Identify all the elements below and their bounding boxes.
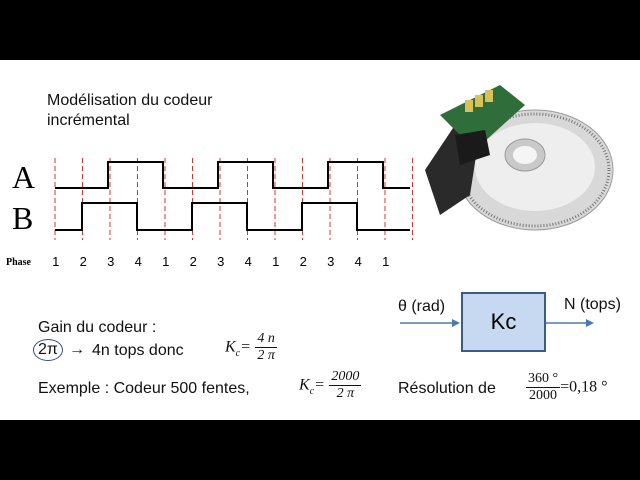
gain-ticks: 4n tops donc: [92, 342, 184, 359]
title-line-1: Modélisation du codeur: [47, 92, 213, 109]
signal-a-label: A: [12, 159, 36, 195]
timing-diagram: [54, 158, 413, 240]
input-arrowhead: [452, 319, 460, 327]
phase-number: 2: [189, 254, 197, 269]
kc-formula-1: Kc= 4 n 2 π: [225, 331, 277, 363]
resolution-formula: 360 ° 2000 =0,18 °: [526, 371, 608, 404]
mapping-arrow: →: [69, 341, 85, 358]
resolution-text: Résolution de: [398, 380, 496, 397]
slide: Modélisation du codeur incrémental A B P…: [0, 60, 640, 420]
phase-number: 1: [162, 254, 170, 269]
output-label: N (tops): [564, 296, 621, 313]
resolution-value: =0,18 °: [560, 378, 608, 396]
kc-subscript: c: [235, 347, 241, 359]
signal-b-label: B: [12, 200, 34, 236]
kc-symbol: K: [225, 338, 236, 356]
rotary-encoder-photo: [425, 85, 614, 231]
phase-number: 1: [272, 254, 280, 269]
kc-fraction-2: 2000 2 π: [329, 369, 362, 401]
output-arrowhead: [586, 319, 594, 327]
block-arrows: [400, 319, 594, 327]
gain-2pi: 2π: [33, 339, 63, 361]
phase-number: 2: [79, 254, 87, 269]
phase-number: 1: [52, 254, 60, 269]
example-text: Exemple : Codeur 500 fentes,: [38, 380, 250, 397]
phase-number: 1: [382, 254, 390, 269]
phase-number: 3: [217, 254, 225, 269]
phase-label: Phase: [6, 257, 31, 268]
phase-number: 4: [134, 254, 142, 269]
input-label: θ (rad): [398, 298, 446, 315]
phase-number: 4: [244, 254, 252, 269]
gain-title: Gain du codeur :: [38, 319, 157, 336]
slide-title: Modélisation du codeur incrémental: [47, 91, 212, 131]
signal-b-waveform: [55, 202, 410, 231]
phase-number: 3: [107, 254, 115, 269]
kc-fraction-1: 4 n 2 π: [255, 331, 277, 363]
kc-formula-2: Kc= 2000 2 π: [299, 369, 362, 401]
phase-number: 2: [299, 254, 307, 269]
phase-number: 4: [354, 254, 362, 269]
signal-a-waveform: [55, 161, 410, 189]
phase-number: 3: [327, 254, 335, 269]
title-line-2: incrémental: [47, 112, 130, 129]
kc-block: Kc: [461, 292, 546, 352]
resolution-fraction: 360 ° 2000: [526, 371, 561, 403]
